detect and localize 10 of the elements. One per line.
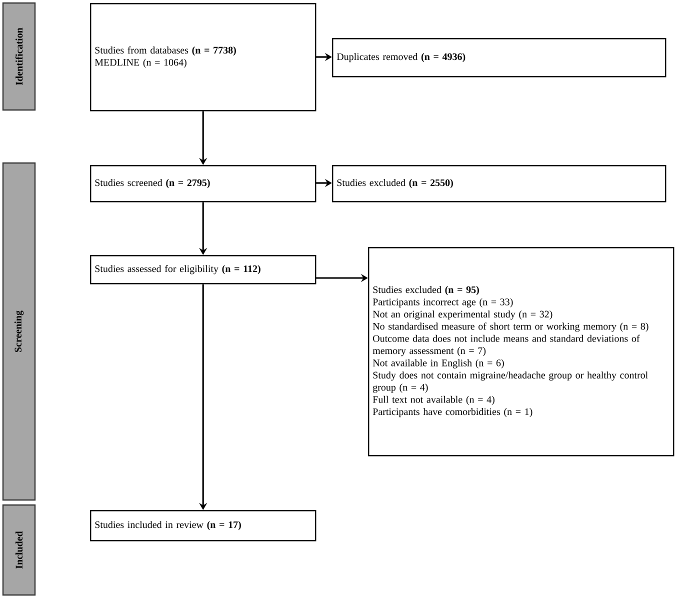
process-box: Studies excluded (n = 2550) — [332, 165, 666, 202]
process-box: Studies from databases (n = 7738) MEDLINE (n = 1064) — [90, 3, 316, 112]
process-box: Studies excluded (n = 95) Participants incorrect age (n = 33) Not an original experimental study (n = 32) No standardised measure of short term or working memory (n = 8) Outcome data does not include means and standard deviations of memory assessment (n = 7) Not available in English (n = 6) Study does not contain migraine/headache group or healthy control group (n = 4) Full text not available (n = 4) Participants have comorbidities (n = 1) — [368, 247, 674, 456]
phase-band: Identification — [2, 2, 36, 111]
process-box: Studies screened (n = 2795) — [90, 165, 316, 202]
process-box: Studies assessed for eligibility (n = 112) — [90, 255, 316, 284]
process-box: Studies included in review (n = 17) — [90, 510, 316, 542]
phase-band: Screening — [2, 162, 36, 501]
phase-band: Included — [2, 504, 36, 596]
process-box: Duplicates removed (n = 4936) — [332, 38, 666, 78]
